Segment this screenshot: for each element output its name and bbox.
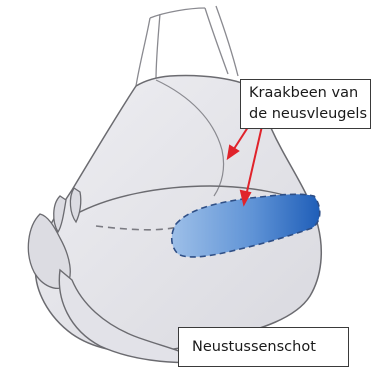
alar-cartilage-label-line2: de neusvleugels	[249, 104, 370, 125]
septum-label: Neustussenschot	[178, 327, 349, 367]
nasal-bone-lines	[136, 6, 238, 86]
alar-cartilage-label-line1: Kraakbeen van	[249, 83, 370, 104]
septum-label-text: Neustussenschot	[192, 337, 348, 358]
alar-cartilage-label: Kraakbeen van de neusvleugels	[240, 79, 371, 129]
